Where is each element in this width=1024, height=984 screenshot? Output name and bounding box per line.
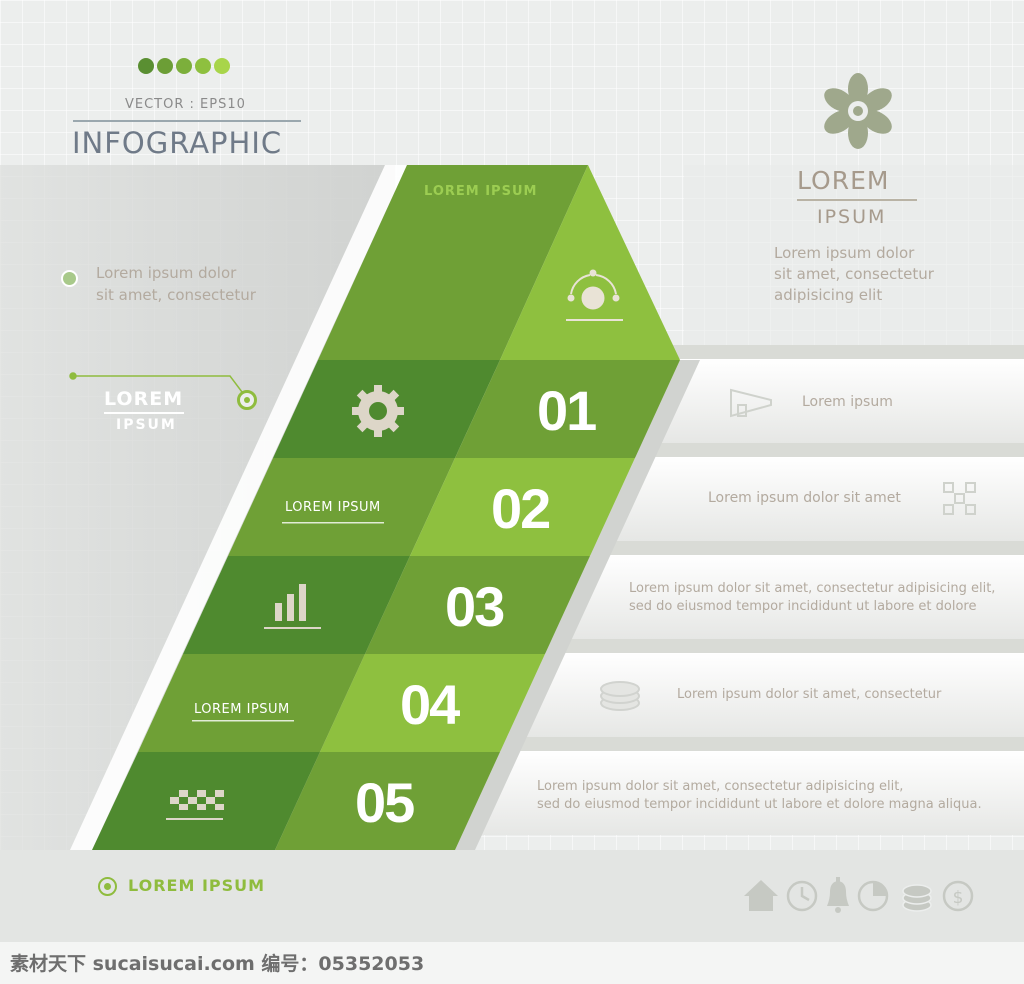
puzzle-icon — [943, 482, 976, 515]
color-dot — [176, 58, 192, 74]
right-desc-line: Lorem ipsum dolor — [774, 244, 915, 262]
left-lorem-rule — [104, 412, 184, 414]
step-number: 04 — [400, 673, 460, 736]
clock-icon — [786, 880, 818, 912]
coins-icon — [902, 884, 932, 912]
bar-3-line: Lorem ipsum dolor sit amet, consectetur … — [629, 581, 996, 596]
title-rule — [73, 120, 301, 122]
footer-ring-center — [104, 883, 111, 890]
watermark-band — [0, 942, 1024, 984]
connector-ring-center — [244, 397, 250, 403]
footer-ring — [98, 877, 117, 896]
bar-3 — [560, 541, 1024, 639]
top-green-block — [318, 165, 588, 360]
color-dot — [138, 58, 154, 74]
footer-label: LOREM IPSUM — [128, 876, 266, 895]
bar-5 — [480, 737, 1024, 835]
color-dot — [214, 58, 230, 74]
left-lorem-title: LOREM — [104, 388, 184, 410]
step-number: 01 — [537, 379, 597, 442]
checkered-flag-icon — [166, 790, 224, 820]
gear-icon — [352, 385, 404, 437]
bar-3-text: Lorem ipsum dolor sit amet, consectetur … — [629, 580, 995, 616]
bar-5-line: sed do eiusmod tempor incididunt ut labo… — [537, 797, 982, 812]
right-desc-line: sit amet, consectetur — [774, 265, 934, 283]
right-description: Lorem ipsum dolor sit amet, consectetur … — [774, 243, 974, 306]
left-desc-line: sit amet, consectetur — [96, 286, 256, 304]
dollar-icon: $ — [942, 880, 974, 912]
footer-band — [0, 850, 1024, 942]
left-edge-strip — [70, 165, 407, 850]
color-dots — [138, 58, 230, 74]
bar-4-text: Lorem ipsum dolor sit amet, consectetur — [677, 687, 942, 702]
vector-label: VECTOR : EPS10 — [125, 97, 246, 112]
pie-chart-icon — [857, 880, 889, 912]
left-description: Lorem ipsum dolor sit amet, consectetur — [96, 262, 276, 306]
bullet-ring — [61, 270, 78, 287]
top-triangle — [500, 165, 680, 360]
left-desc-line: Lorem ipsum dolor — [96, 264, 237, 282]
svg-text:$: $ — [953, 888, 964, 908]
color-dot — [157, 58, 173, 74]
right-edge-strip — [455, 360, 700, 850]
watermark: 素材天下 sucaisucai.com 编号：05352053 — [10, 953, 425, 975]
home-icon — [744, 880, 778, 911]
bar-2-text: Lorem ipsum dolor sit amet — [708, 490, 901, 506]
connector-line — [69, 372, 243, 393]
bar-2 — [600, 443, 1024, 541]
step-number: 03 — [445, 575, 505, 638]
megaphone-icon — [730, 388, 772, 418]
step-number: 02 — [491, 477, 551, 540]
diagram-top-label: LOREM IPSUM — [424, 184, 538, 199]
bar-1-text: Lorem ipsum — [802, 394, 893, 410]
step-4-label: LOREM IPSUM — [194, 702, 290, 717]
step-2-label: LOREM IPSUM — [285, 500, 381, 515]
right-desc-line: adipisicing elit — [774, 286, 883, 304]
coins-icon — [600, 681, 640, 711]
bar-5-line: Lorem ipsum dolor sit amet, consectetur … — [537, 779, 904, 794]
bar-chart-icon — [264, 584, 321, 629]
right-ipsum-title: IPSUM — [817, 206, 887, 228]
bell-icon — [827, 877, 849, 913]
network-user-icon — [566, 269, 623, 321]
color-dot — [195, 58, 211, 74]
right-lorem-title: LOREM — [797, 166, 890, 195]
bar-3-line: sed do eiusmod tempor incididunt ut labo… — [629, 599, 977, 614]
bar-5-text: Lorem ipsum dolor sit amet, consectetur … — [537, 778, 982, 814]
page-title: INFOGRAPHIC — [72, 126, 283, 160]
flower-ornament-icon — [824, 73, 892, 149]
bar-1 — [640, 345, 1024, 443]
left-ipsum-title: IPSUM — [116, 417, 177, 433]
step-number: 05 — [355, 771, 415, 834]
right-logo-rule — [797, 199, 917, 201]
